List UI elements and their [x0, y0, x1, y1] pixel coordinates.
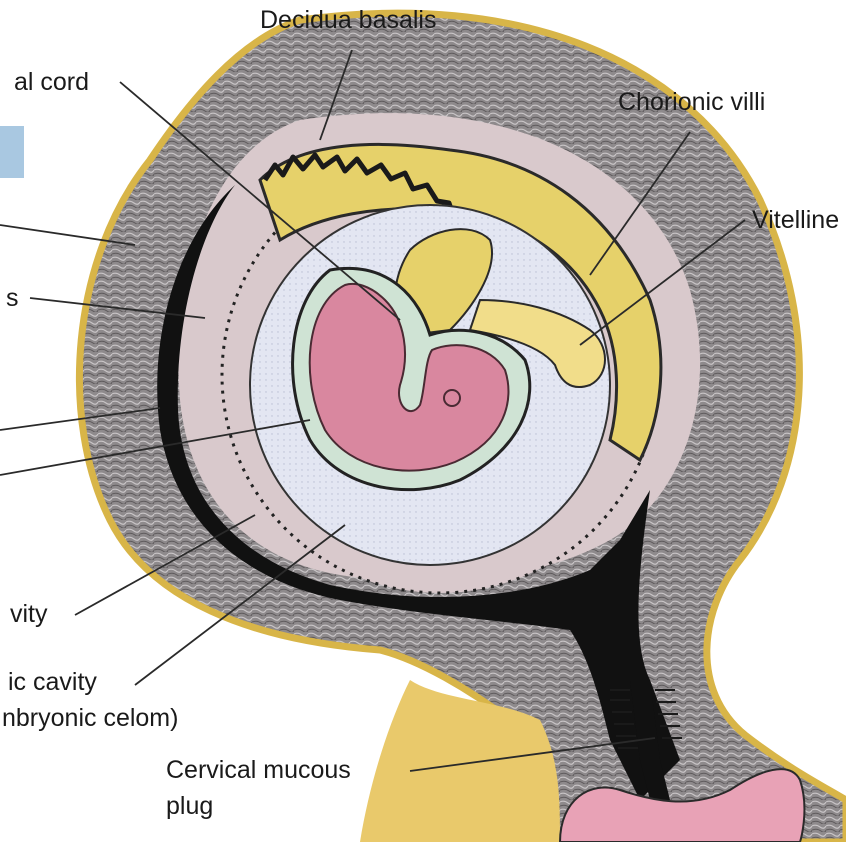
label-cervical-mucous: Cervical mucous — [166, 758, 351, 783]
label-vitelline: Vitelline — [752, 208, 839, 233]
label-plug: plug — [166, 794, 213, 819]
label-decidua-basalis: Decidua basalis — [260, 8, 437, 33]
label-partial-s: s — [6, 286, 19, 311]
label-embryonic-celom: nbryonic celom) — [2, 706, 178, 731]
label-cavity: vity — [10, 602, 48, 627]
label-umbilical-cord: al cord — [14, 70, 89, 95]
label-chorionic-cavity: ic cavity — [8, 670, 97, 695]
label-chorionic-villi: Chorionic villi — [618, 90, 765, 115]
